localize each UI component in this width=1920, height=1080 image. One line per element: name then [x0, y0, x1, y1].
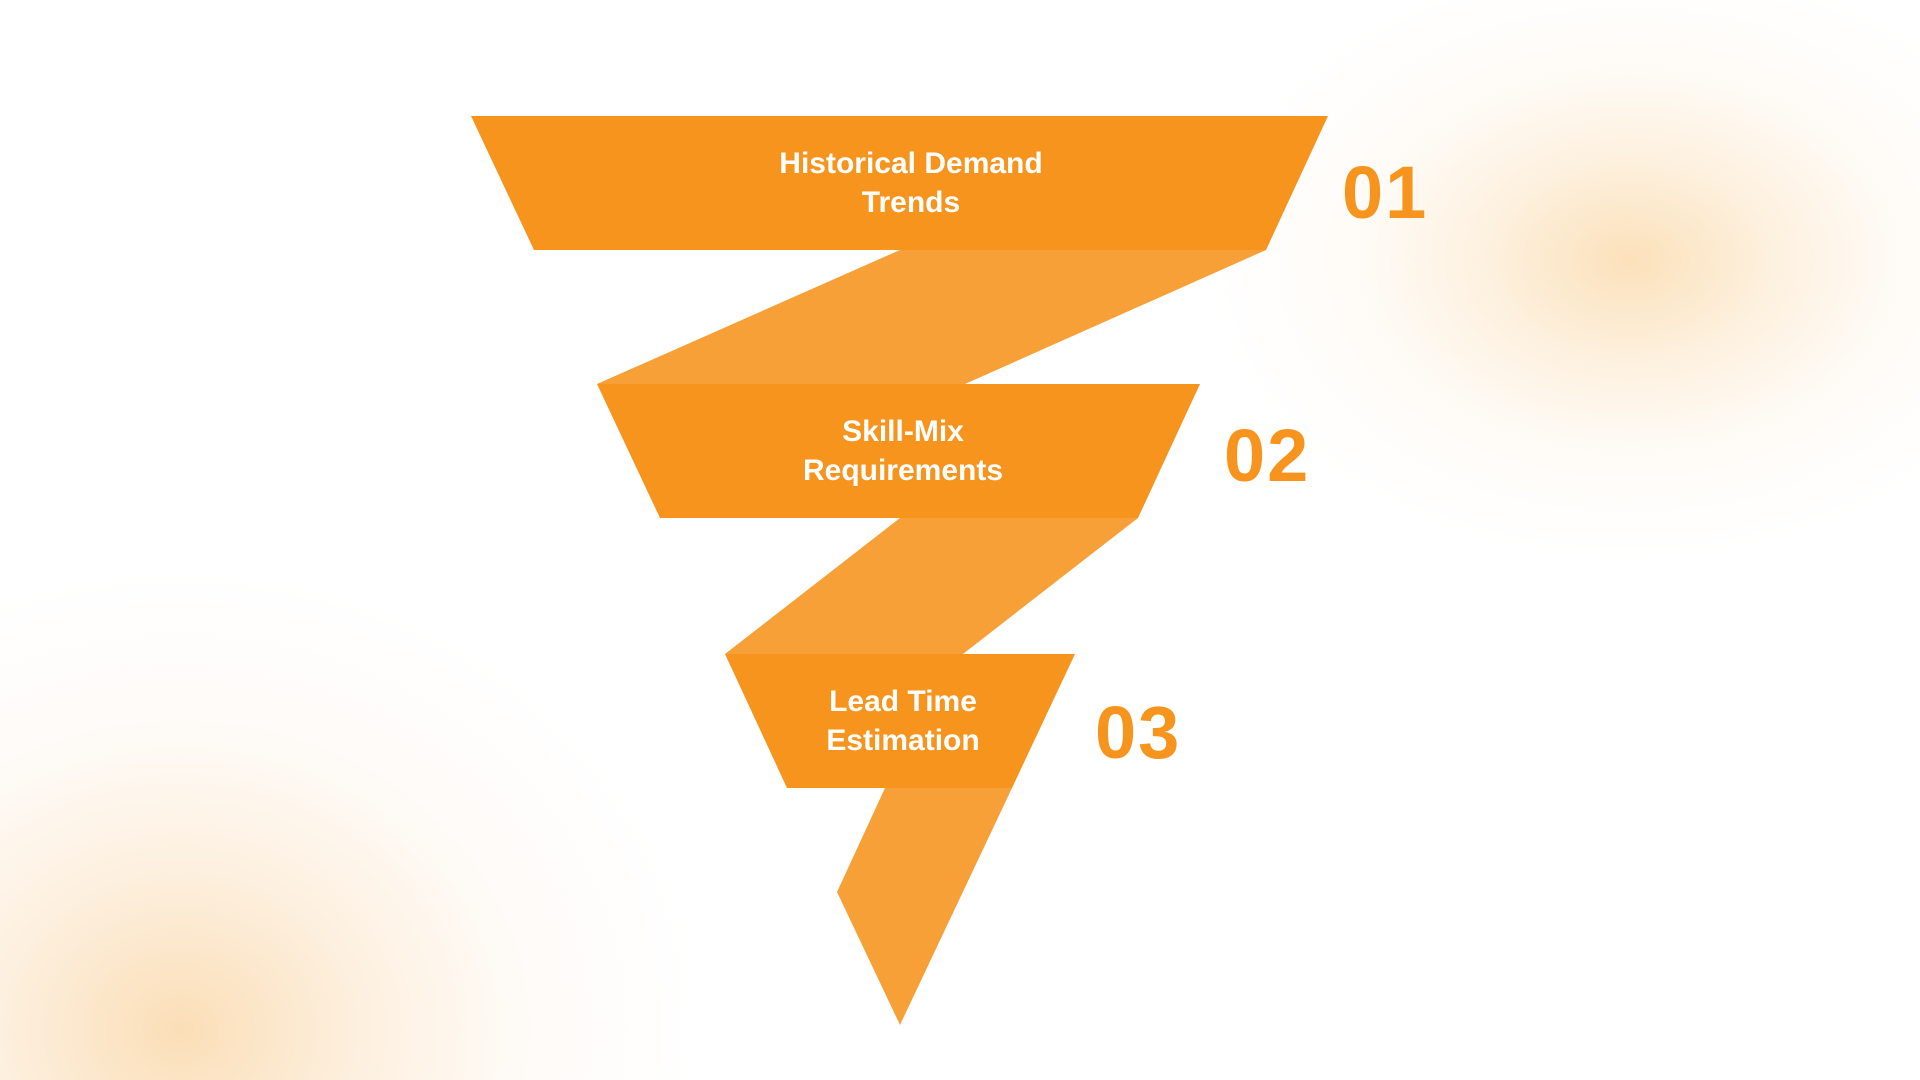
- stage-2-shape: [597, 384, 1200, 518]
- stage-1-label-line2: Trends: [861, 186, 961, 219]
- stage-3-label-line1: Lead Time: [829, 685, 977, 718]
- stage-3-number: 03: [1095, 691, 1182, 774]
- stage-1-number: 01: [1342, 151, 1429, 234]
- stage-2-label-line2: Requirements: [802, 454, 1004, 487]
- stage-2-label: Skill-Mix Requirements: [803, 412, 1003, 490]
- stage-2-label-line1: Skill-Mix: [842, 415, 964, 448]
- stage-1-label-line1: Historical Demand: [779, 147, 1043, 180]
- stage-3-label: Lead Time Estimation: [826, 682, 979, 760]
- stage-2-number: 02: [1224, 414, 1311, 497]
- stage-3-label-line2: Estimation: [826, 724, 980, 757]
- stage-1-shape: [471, 116, 1328, 250]
- connector-band-1: [597, 250, 1266, 384]
- funnel-tail: [837, 788, 1012, 1025]
- connector-band-2: [725, 518, 1138, 654]
- stage-3-shape: [725, 654, 1075, 788]
- stage-1-label: Historical Demand Trends: [779, 144, 1042, 222]
